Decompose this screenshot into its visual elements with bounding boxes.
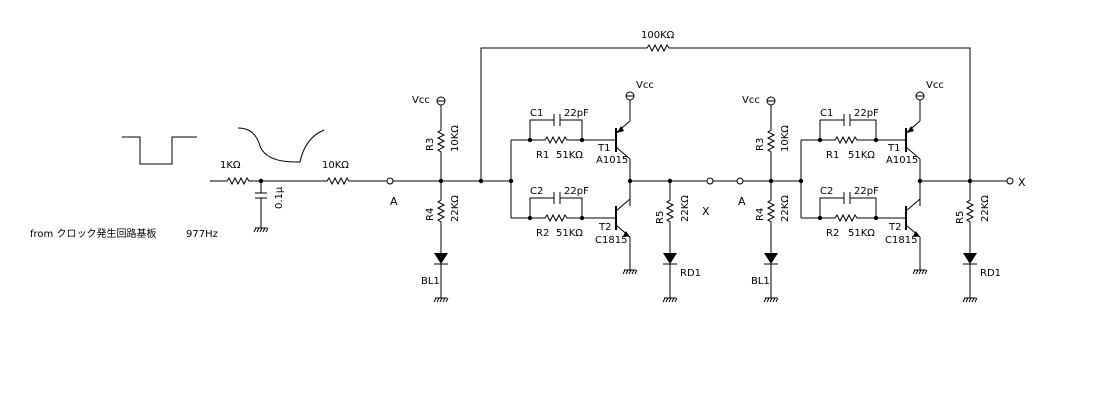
r4-name: R4 xyxy=(755,208,766,221)
r5-symbol xyxy=(666,194,674,228)
c1-name: C1 xyxy=(820,108,833,119)
t2-part: C1815 xyxy=(595,235,627,246)
r5-value: 22KΩ xyxy=(980,195,991,222)
t2-transistor-symbol xyxy=(905,198,921,238)
source-text: from クロック発生回路基板 xyxy=(30,227,156,240)
c2-value: 22pF xyxy=(564,186,589,197)
r1-value: 51KΩ xyxy=(848,150,875,161)
c2-symbol xyxy=(843,191,851,205)
input-network xyxy=(210,177,441,233)
c2-name: C2 xyxy=(820,186,833,197)
node-x-label: X xyxy=(1018,176,1026,189)
c2-value: 22pF xyxy=(854,186,879,197)
r5-name: R5 xyxy=(655,211,666,224)
vcc-r3-label: Vcc xyxy=(742,95,760,106)
node-x-terminal xyxy=(706,177,714,185)
r1-symbol xyxy=(539,136,573,144)
node-a-label: A xyxy=(738,195,746,208)
r-series-symbol xyxy=(321,177,355,185)
r2-name: R2 xyxy=(536,228,549,239)
t2-part: C1815 xyxy=(885,235,917,246)
stage-1: Vcc Vcc R3 10KΩ R4 22KΩ BL1 C1 22pF R1 5… xyxy=(412,80,714,303)
led-bl1-symbol xyxy=(434,253,448,265)
t2-name: T2 xyxy=(598,222,611,233)
feedback-resistor-symbol xyxy=(641,44,675,52)
t2-transistor-symbol xyxy=(615,198,631,238)
c-input-label: 0.1μ xyxy=(274,186,285,209)
led-rd1-label: RD1 xyxy=(680,268,701,279)
r2-symbol xyxy=(829,214,863,222)
r1-name: R1 xyxy=(536,150,549,161)
filtered-waveform xyxy=(237,127,325,163)
r3-symbol xyxy=(437,124,445,158)
r4-value: 22KΩ xyxy=(450,195,461,222)
r-input-symbol xyxy=(221,177,255,185)
t1-transistor-symbol xyxy=(905,108,921,160)
node-a-terminal xyxy=(736,177,744,185)
r1-value: 51KΩ xyxy=(556,150,583,161)
r3-symbol xyxy=(767,124,775,158)
node-x-label: X xyxy=(702,205,710,218)
r2-symbol xyxy=(539,214,573,222)
stage-2: Vcc Vcc R3 10KΩ R4 22KΩ BL1 C1 22pF R1 5… xyxy=(713,80,1026,303)
r5-name: R5 xyxy=(955,211,966,224)
vcc-t1-label: Vcc xyxy=(926,80,944,91)
t1-part: A1015 xyxy=(886,155,918,166)
r-series-label: 10KΩ xyxy=(322,160,349,171)
input-square-waveform xyxy=(122,136,197,165)
r2-value: 51KΩ xyxy=(848,228,875,239)
r1-name: R1 xyxy=(826,150,839,161)
t1-name: T1 xyxy=(887,143,900,154)
led-rd1-symbol xyxy=(663,253,677,265)
r5-value: 22KΩ xyxy=(680,195,691,222)
c-input-symbol xyxy=(255,192,267,199)
led-bl1-label: BL1 xyxy=(421,276,440,287)
c1-value: 22pF xyxy=(564,108,589,119)
r-input-label: 1KΩ xyxy=(220,160,241,171)
led-bl1-label: BL1 xyxy=(751,276,770,287)
led-rd1-symbol xyxy=(963,253,977,265)
r3-value: 10KΩ xyxy=(780,125,791,152)
source-frequency: 977Hz xyxy=(186,229,218,240)
t1-name: T1 xyxy=(597,143,610,154)
node-x-terminal xyxy=(1006,177,1014,185)
r4-symbol xyxy=(767,194,775,228)
c1-name: C1 xyxy=(530,108,543,119)
c2-symbol xyxy=(553,191,561,205)
feedback-resistor-label: 100KΩ xyxy=(641,30,675,41)
r4-value: 22KΩ xyxy=(780,195,791,222)
vcc-r3-label: Vcc xyxy=(412,95,430,106)
led-rd1-label: RD1 xyxy=(980,268,1001,279)
c1-symbol xyxy=(553,113,561,127)
vcc-t1-label: Vcc xyxy=(636,80,654,91)
c2-name: C2 xyxy=(530,186,543,197)
r2-value: 51KΩ xyxy=(556,228,583,239)
r4-name: R4 xyxy=(425,208,436,221)
r2-name: R2 xyxy=(826,228,839,239)
c1-value: 22pF xyxy=(854,108,879,119)
feedback-loop xyxy=(480,44,971,181)
r3-name: R3 xyxy=(755,138,766,151)
r3-name: R3 xyxy=(425,138,436,151)
c1-symbol xyxy=(843,113,851,127)
r3-value: 10KΩ xyxy=(450,125,461,152)
node-a-label: A xyxy=(390,195,398,208)
r4-symbol xyxy=(437,194,445,228)
r1-symbol xyxy=(829,136,863,144)
t1-transistor-symbol xyxy=(615,108,631,160)
r5-symbol xyxy=(966,194,974,228)
t2-name: T2 xyxy=(888,222,901,233)
t1-part: A1015 xyxy=(596,155,628,166)
node-a-terminal xyxy=(386,177,394,185)
led-bl1-symbol xyxy=(764,253,778,265)
